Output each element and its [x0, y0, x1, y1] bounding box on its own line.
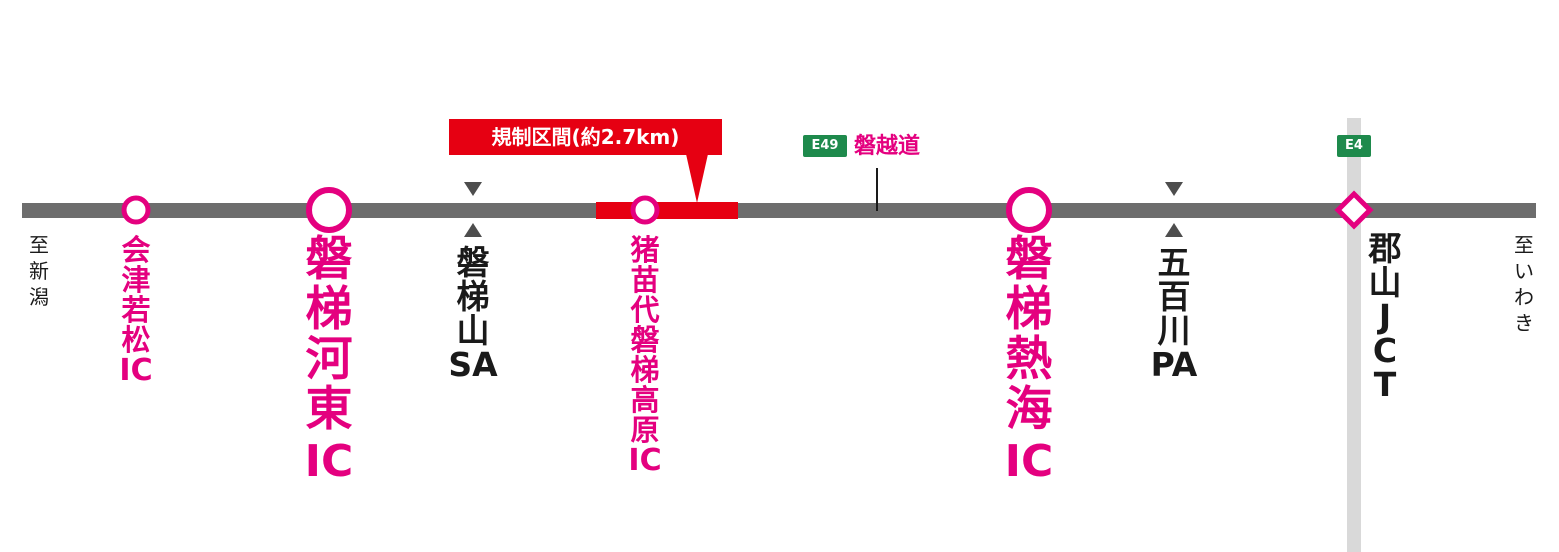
station-char: 梯	[1005, 282, 1053, 337]
station-char: 松	[121, 323, 151, 357]
terminus-east-char: い	[1514, 259, 1534, 283]
terminus-east-char: き	[1514, 311, 1534, 335]
station-char: 河	[305, 332, 353, 387]
station-char: 若	[121, 293, 151, 327]
station-char: SA	[448, 345, 498, 384]
bandai-kawahigashi-ic-icon	[306, 187, 352, 233]
station-char: 会	[121, 233, 151, 267]
station-char: IC	[1004, 436, 1054, 487]
terminus-west: 至 新 潟	[26, 235, 52, 313]
station-char: 海	[1005, 382, 1053, 437]
station-char: 磐	[630, 323, 660, 357]
station-char: 川	[1157, 311, 1191, 350]
station-char: 梯	[630, 353, 660, 387]
terminus-west-char: 新	[29, 259, 49, 283]
koriyama-jct-diamond-icon	[1334, 190, 1374, 230]
station-char: 津	[121, 263, 151, 297]
gohyakugawa-pa-label: 五 百 川 PA	[1144, 246, 1204, 382]
bandai-kawahigashi-ic-label: 磐 梯 河 東 IC	[299, 236, 359, 487]
terminus-east-char: 至	[1514, 233, 1534, 257]
station-char: PA	[1150, 345, 1198, 384]
bandaisan-sa-label: 磐 梯 山 SA	[443, 246, 503, 382]
e4-sign: E4	[1337, 135, 1371, 157]
e49-sign: E49	[803, 135, 847, 157]
koriyama-jct-label: 郡 山 J C T	[1363, 232, 1407, 402]
regulation-section-bar	[596, 202, 738, 219]
station-char: 熱	[1005, 332, 1053, 387]
station-char: T	[1373, 365, 1397, 404]
station-char: 梯	[456, 277, 490, 316]
station-char: C	[1372, 331, 1398, 370]
inawashiro-ic-icon	[630, 195, 660, 225]
station-char: 高	[630, 383, 660, 417]
station-char: 磐	[1005, 232, 1053, 287]
crossing-road-e4	[1347, 118, 1361, 552]
aizuwakamatsu-ic-icon	[121, 195, 151, 225]
station-char: 山	[1368, 263, 1402, 302]
aizuwakamatsu-ic-label: 会 津 若 松 IC	[111, 236, 161, 387]
station-char: 五	[1157, 243, 1191, 282]
station-char: 苗	[630, 263, 660, 297]
main-road	[22, 203, 1536, 218]
station-char: IC	[119, 353, 153, 388]
bandaisan-sa-up-triangle-icon	[464, 223, 482, 237]
terminus-east: 至 い わ き	[1511, 235, 1537, 339]
station-char: IC	[304, 436, 354, 487]
station-char: 山	[456, 311, 490, 350]
station-char: 猪	[630, 233, 660, 267]
bandai-atami-ic-label: 磐 梯 熱 海 IC	[999, 236, 1059, 487]
regulation-pointer	[686, 154, 708, 203]
station-char: 百	[1157, 277, 1191, 316]
station-char: 磐	[305, 232, 353, 287]
station-char: IC	[628, 443, 662, 478]
terminus-east-char: わ	[1514, 285, 1534, 309]
station-char: 代	[630, 293, 660, 327]
inawashiro-bandai-kogen-ic-label: 猪 苗 代 磐 梯 高 原 IC	[620, 236, 670, 477]
gohyakugawa-pa-up-triangle-icon	[1165, 223, 1183, 237]
station-char: 梯	[305, 282, 353, 337]
regulation-label: 規制区間(約2.7km)	[449, 119, 722, 155]
bandai-atami-ic-icon	[1006, 187, 1052, 233]
station-char: 郡	[1368, 229, 1402, 268]
bandaisan-sa-down-triangle-icon	[464, 182, 482, 196]
station-char: J	[1378, 297, 1392, 336]
station-char: 東	[305, 382, 353, 437]
station-char: 原	[630, 413, 660, 447]
route-name: 磐越道	[854, 134, 921, 159]
terminus-west-char: 潟	[29, 285, 49, 309]
station-char: 磐	[456, 243, 490, 282]
gohyakugawa-pa-down-triangle-icon	[1165, 182, 1183, 196]
terminus-west-char: 至	[29, 233, 49, 257]
